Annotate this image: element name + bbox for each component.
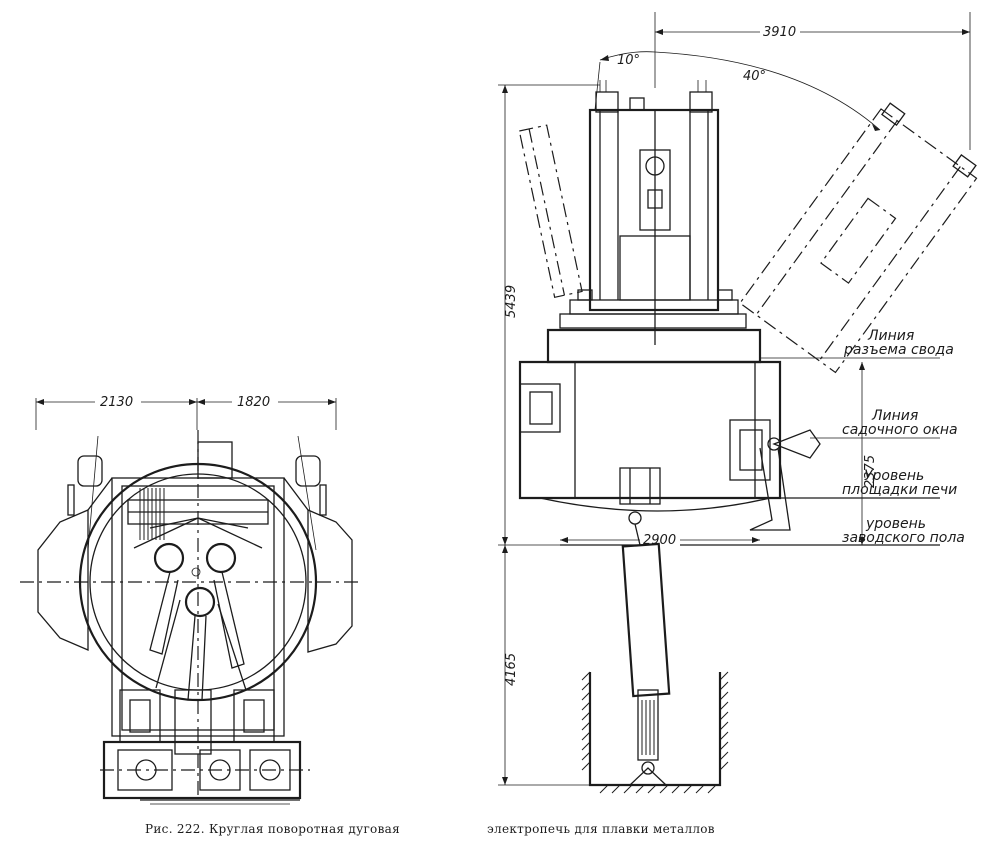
label-door-line-2: садочного окна — [842, 422, 958, 438]
label-roof-line-2: разъема свода — [843, 342, 954, 358]
dim-5439: 5439 — [504, 285, 519, 318]
dim-2375: 2375 — [863, 455, 878, 488]
dim-3910: 3910 — [763, 25, 796, 40]
label-platform-2: площадки печи — [842, 482, 957, 498]
label-platform-1: Уровень — [864, 468, 924, 484]
label-door-line-1: Линия — [871, 408, 918, 424]
caption-right: электропечь для плавки металлов — [487, 822, 715, 836]
plan-view: 2130 1820 — [20, 393, 360, 805]
dim-1820: 1820 — [237, 395, 270, 410]
angle-10: 10° — [617, 53, 640, 68]
dim-4165: 4165 — [504, 653, 519, 686]
label-floor-1: уровень — [865, 516, 926, 532]
angle-40: 40° — [743, 69, 766, 84]
label-roof-line-1: Линия — [867, 328, 914, 344]
caption-left: Рис. 222. Круглая поворотная дуговая — [145, 822, 400, 836]
label-floor-2: заводского пола — [842, 530, 965, 546]
elevation-view: 3910 10° 40° 5439 4165 — [498, 12, 978, 794]
dim-2130: 2130 — [100, 395, 133, 410]
